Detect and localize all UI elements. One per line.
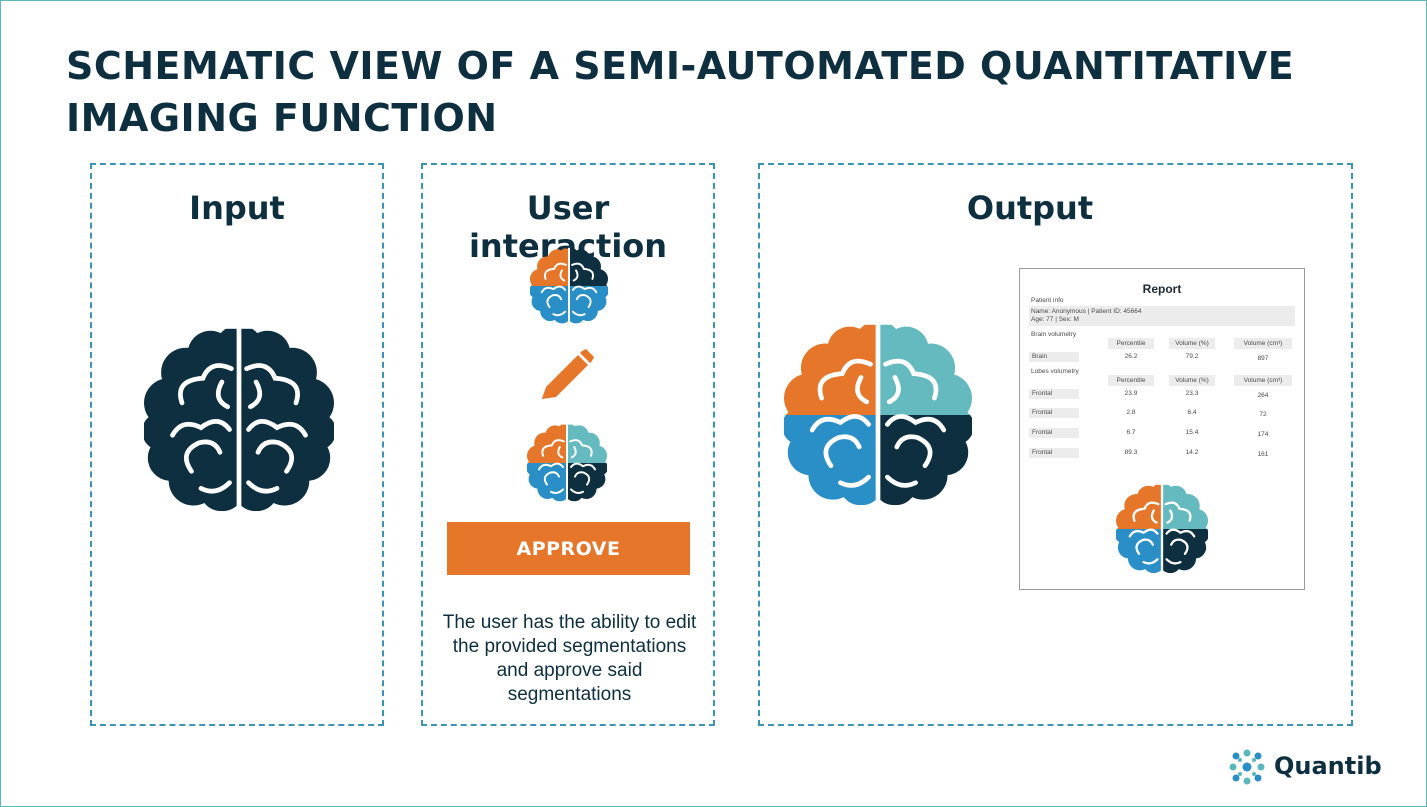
- lobe-row-value: 14.2: [1185, 449, 1199, 456]
- lobe-row-value: 89.3: [1124, 449, 1138, 456]
- output-panel: Output: [758, 163, 1353, 726]
- lobe-row-value: 174: [1257, 431, 1269, 438]
- brain-icon: [530, 247, 608, 325]
- interaction-description: The user has the ability to edit the pro…: [442, 612, 697, 705]
- patient-info-box: [1029, 306, 1295, 326]
- brain-icon: [527, 423, 607, 503]
- brain-col-header: Percentile: [1108, 338, 1154, 349]
- brain-row-value: 79.2: [1185, 353, 1199, 360]
- lobes-col-header: Volume (cm³): [1234, 375, 1292, 386]
- logo-text: Quantib: [1274, 752, 1382, 780]
- lobe-row-value: 15.4: [1185, 429, 1199, 436]
- lobe-row-label: Frontal: [1029, 408, 1079, 418]
- brain-col-header: Volume (%): [1169, 338, 1215, 349]
- lobe-row-label: Frontal: [1029, 448, 1079, 458]
- patient-info-label: Patient info: [1031, 297, 1064, 304]
- brain-row-value: 26.2: [1124, 353, 1138, 360]
- lobe-row-value: 6.7: [1126, 429, 1136, 436]
- approve-button[interactable]: APPROVE: [447, 522, 690, 575]
- lobe-row-value: 72: [1259, 411, 1267, 418]
- report-document: Report Patient info Name: Anonymous | Pa…: [1019, 268, 1305, 590]
- lobe-row-value: 23.3: [1185, 390, 1199, 397]
- lobes-col-header: Volume (%): [1169, 375, 1215, 386]
- lobe-row-label: Frontal: [1029, 389, 1079, 399]
- pencil-icon[interactable]: [538, 349, 596, 403]
- brain-icon: [784, 316, 972, 514]
- patient-line-2: Age: 77 | Sex: M: [1031, 316, 1079, 323]
- brain-volumetry-label: Brain volumetry: [1031, 331, 1077, 338]
- lobe-row-label: Frontal: [1029, 428, 1079, 438]
- input-panel-title: Input: [189, 189, 285, 227]
- lobe-row-value: 2.8: [1126, 409, 1136, 416]
- patient-line-1: Name: Anonymous | Patient ID: 45664: [1031, 308, 1142, 315]
- brain-col-header: Volume (cm³): [1234, 338, 1292, 349]
- slide-title: SCHEMATIC VIEW OF A SEMI-AUTOMATED QUANT…: [66, 44, 1295, 140]
- report-title: Report: [1142, 282, 1182, 296]
- lobe-row-value: 23.9: [1124, 390, 1138, 397]
- brain-row-value: 897: [1257, 355, 1269, 362]
- brain-icon: [144, 320, 334, 520]
- lobes-volumetry-label: Lobes volumetry: [1031, 368, 1079, 375]
- lobe-row-value: 6.4: [1187, 409, 1197, 416]
- brain-row-label: Brain: [1029, 352, 1079, 362]
- lobe-row-value: 161: [1257, 451, 1269, 458]
- user-interaction-panel: User interaction APPROVE The user has th…: [421, 163, 715, 726]
- quantib-logo-icon: [1229, 749, 1265, 785]
- lobe-row-value: 264: [1257, 392, 1269, 399]
- brain-icon: [1116, 483, 1208, 575]
- input-panel: Input: [90, 163, 384, 726]
- output-panel-title: Output: [966, 189, 1094, 227]
- lobes-col-header: Percentile: [1108, 375, 1154, 386]
